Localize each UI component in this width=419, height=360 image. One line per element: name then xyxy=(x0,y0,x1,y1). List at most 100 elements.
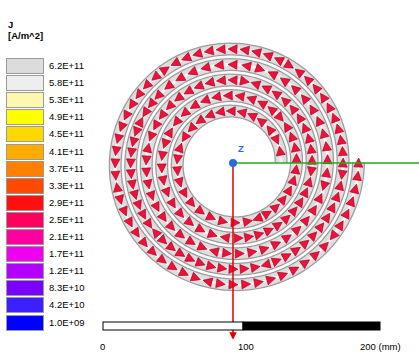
legend-value: 3.7E+11 xyxy=(49,164,84,174)
legend-value: 1.2E+11 xyxy=(49,266,84,276)
current-arrow xyxy=(216,45,226,55)
current-arrow xyxy=(306,144,316,154)
current-arrow xyxy=(333,123,344,134)
legend-swatch xyxy=(6,58,44,74)
current-arrow xyxy=(131,126,143,138)
current-arrow xyxy=(164,126,176,138)
current-arrow xyxy=(188,100,200,112)
current-arrow xyxy=(113,134,124,145)
current-arrow xyxy=(241,279,251,289)
current-arrow xyxy=(157,151,167,161)
current-arrow xyxy=(178,107,191,120)
current-arrow xyxy=(175,248,187,260)
legend-value: 2.9E+11 xyxy=(49,198,84,208)
current-arrow xyxy=(126,159,135,168)
current-arrow xyxy=(240,264,250,274)
current-arrow xyxy=(115,195,126,206)
current-arrow xyxy=(217,263,227,273)
current-arrow xyxy=(142,168,152,178)
current-arrow xyxy=(338,146,348,156)
current-arrow xyxy=(172,155,182,165)
current-arrow xyxy=(175,229,188,242)
current-arrow xyxy=(149,226,162,239)
current-arrows xyxy=(111,44,364,289)
current-arrow xyxy=(286,102,299,115)
current-arrow xyxy=(288,174,299,185)
y-axis xyxy=(233,162,419,164)
current-arrow xyxy=(111,159,120,168)
scale-bar-black xyxy=(243,322,380,330)
current-arrow xyxy=(288,82,301,95)
current-arrow xyxy=(200,62,211,73)
current-arrow xyxy=(313,115,325,127)
legend-value: 8.3E+10 xyxy=(49,283,85,293)
current-arrow xyxy=(141,156,151,166)
current-arrow xyxy=(350,183,361,194)
current-arrow xyxy=(173,166,183,176)
legend-value: 5.8E+11 xyxy=(49,78,84,88)
legend-value: 4.2E+10 xyxy=(49,300,85,310)
current-arrow xyxy=(216,279,226,289)
current-arrow xyxy=(203,110,215,122)
current-arrow xyxy=(254,277,264,287)
current-arrow xyxy=(337,170,347,180)
current-arrow xyxy=(131,227,143,239)
origin-dot xyxy=(229,159,237,167)
current-arrow xyxy=(283,184,295,196)
current-arrow xyxy=(216,76,226,86)
current-arrow xyxy=(306,103,318,115)
current-arrow xyxy=(309,81,322,94)
current-arrow xyxy=(205,212,217,224)
current-arrow xyxy=(116,122,128,134)
current-arrow xyxy=(314,192,326,204)
current-arrow xyxy=(137,209,149,221)
current-arrow xyxy=(156,109,169,122)
legend-swatch xyxy=(6,126,44,142)
current-arrow xyxy=(317,91,329,103)
current-arrow xyxy=(291,164,301,174)
current-arrow xyxy=(255,97,267,109)
current-arrow xyxy=(147,246,160,259)
current-arrow xyxy=(281,231,293,243)
current-arrow xyxy=(321,211,333,223)
current-arrow xyxy=(215,107,225,117)
current-arrow xyxy=(145,131,157,143)
current-arrow xyxy=(128,137,139,148)
current-arrow xyxy=(294,195,306,207)
current-arrow xyxy=(169,57,181,69)
current-arrow xyxy=(353,171,363,181)
legend-title: J xyxy=(8,20,13,30)
current-arrow xyxy=(207,229,218,240)
current-arrow xyxy=(228,60,237,69)
scale-bar-white xyxy=(103,322,243,330)
current-arrow xyxy=(140,79,153,92)
current-arrow xyxy=(143,142,154,153)
legend-swatch xyxy=(6,92,44,108)
current-arrow xyxy=(234,234,243,243)
current-arrow xyxy=(274,112,287,125)
current-arrow xyxy=(240,76,251,87)
current-arrow xyxy=(111,146,121,156)
scale-label: 200 (mm) xyxy=(360,342,401,352)
current-arrow xyxy=(228,44,237,53)
current-arrow xyxy=(135,115,147,127)
legend-value: 4.9E+11 xyxy=(49,112,84,122)
current-arrow xyxy=(174,73,186,85)
legend-swatch xyxy=(6,280,44,296)
current-arrow xyxy=(278,269,290,281)
current-arrow xyxy=(284,60,296,72)
current-arrow xyxy=(259,243,270,254)
legend-swatch xyxy=(6,297,44,313)
legend-value: 2.5E+11 xyxy=(49,215,84,225)
current-arrow xyxy=(195,258,207,270)
current-arrow xyxy=(159,138,170,149)
current-arrow xyxy=(246,110,258,122)
current-arrow xyxy=(111,171,121,181)
legend-swatch xyxy=(6,161,44,177)
current-arrow xyxy=(182,86,194,98)
current-arrow xyxy=(185,253,197,265)
current-arrow xyxy=(204,46,214,56)
legend-swatch xyxy=(6,178,44,194)
current-arrow xyxy=(178,267,190,279)
current-arrow xyxy=(211,92,222,103)
